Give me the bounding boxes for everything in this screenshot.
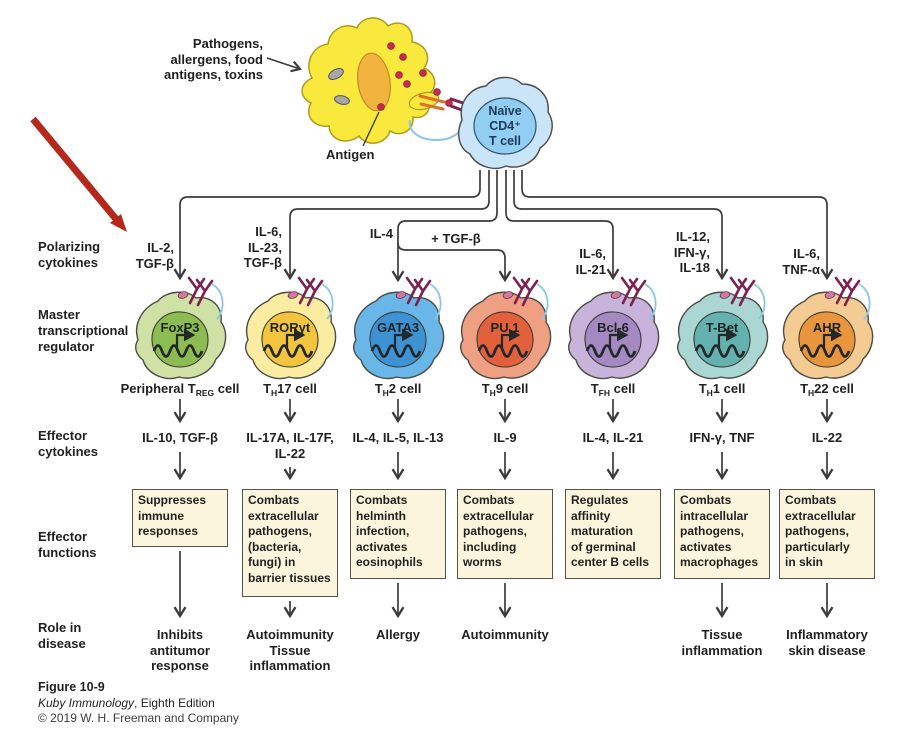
apc-nucleus bbox=[357, 52, 391, 112]
mhc-molecule bbox=[418, 94, 446, 111]
function-box-th1: Combats intracellular pathogens, activat… bbox=[674, 489, 770, 579]
disease-treg: Inhibits antitumor response bbox=[150, 627, 210, 673]
row-label-polarizing-cytokines: Polarizing cytokines bbox=[38, 239, 101, 270]
disease-th17: Autoimmunity Tissue inflammation bbox=[246, 627, 334, 673]
row-label-effector-functions: Effector functions bbox=[38, 529, 97, 560]
cell-name-tfh: TFH cell bbox=[590, 381, 636, 398]
row-label-effector-cytokines: Effector cytokines bbox=[38, 428, 98, 459]
antigen-label: Antigen bbox=[326, 147, 375, 162]
disease-th1: Tissue inflammation bbox=[681, 627, 763, 658]
polarizing-th2: IL-4 bbox=[369, 226, 393, 241]
function-box-th2: Combats helminth infection, activates eo… bbox=[350, 489, 446, 579]
apc-organelles bbox=[328, 68, 350, 105]
regulator-name: PU.1 bbox=[491, 320, 520, 335]
effector-cytokines-treg: IL-10, TGF-β bbox=[142, 430, 218, 445]
arrow-to-treg bbox=[173, 170, 481, 281]
cell-th2: GATA3 bbox=[353, 276, 445, 380]
function-box-treg: Suppresses immune responses bbox=[132, 489, 228, 547]
arrow-to-th22 bbox=[521, 170, 834, 281]
function-box-th17: Combats extracellular pathogens, (bacter… bbox=[242, 489, 338, 597]
cell-th1: T-Bet bbox=[677, 276, 769, 380]
cell-tfh: Bcl-6 bbox=[568, 276, 660, 380]
red-pointer-arrow bbox=[30, 116, 127, 232]
pathogens-pointer-arrow bbox=[266, 57, 302, 73]
regulator-name: AHR bbox=[813, 320, 842, 335]
effector-cytokines-th9: IL-9 bbox=[493, 430, 517, 445]
cell-name-treg: Peripheral TREG cell bbox=[120, 381, 240, 398]
cell-th17: RORγt bbox=[245, 276, 337, 380]
polarizing-th1: IL-12, IFN-γ, IL-18 bbox=[673, 229, 710, 275]
effector-cytokines-th22: IL-22 bbox=[811, 430, 843, 445]
cell-th22: AHR bbox=[782, 276, 874, 380]
disease-th22: Inflammatory skin disease bbox=[786, 627, 868, 658]
pathogens-label: Pathogens, allergens, food antigens, tox… bbox=[164, 36, 263, 82]
antigen-pointer-line bbox=[362, 111, 380, 147]
regulator-name: FoxP3 bbox=[160, 320, 199, 335]
cell-to-cytokine-arrows bbox=[173, 399, 834, 424]
function-box-tfh: Regulates affinity maturation of germina… bbox=[565, 489, 661, 579]
function-box-th22: Combats extracellular pathogens, particu… bbox=[779, 489, 875, 579]
signal-arc bbox=[408, 119, 462, 142]
regulator-name: T-Bet bbox=[706, 320, 739, 335]
effector-cytokines-th17: IL-17A, IL-17F, IL-22 bbox=[246, 430, 334, 461]
naive-cell-label: Naïve CD4⁺ T cell bbox=[488, 104, 522, 148]
arrow-to-tfh bbox=[505, 170, 620, 281]
disease-th2: Allergy bbox=[375, 627, 421, 642]
book-title: Kuby Immunology, Eighth Edition bbox=[38, 696, 215, 710]
regulator-name: GATA3 bbox=[377, 320, 419, 335]
effector-cytokines-th2: IL-4, IL-5, IL-13 bbox=[352, 430, 444, 445]
copyright: © 2019 W. H. Freeman and Company bbox=[38, 711, 239, 725]
cell-name-th9: TH9 cell bbox=[481, 381, 529, 398]
effector-cytokines-th1: IFN-γ, TNF bbox=[689, 430, 755, 445]
regulator-name: RORγt bbox=[270, 320, 311, 335]
arrow-to-th9 bbox=[397, 242, 512, 283]
figure-number: Figure 10-9 bbox=[38, 680, 105, 694]
row-label-role-in-disease: Role in disease bbox=[38, 620, 86, 651]
disease-th9: Autoimmunity bbox=[461, 627, 549, 642]
fan-out-arrows bbox=[173, 170, 834, 283]
cell-th9: PU.1 bbox=[460, 276, 552, 380]
polarizing-tfh: IL-6, IL-21 bbox=[575, 246, 606, 277]
effector-cytokines-tfh: IL-4, IL-21 bbox=[582, 430, 644, 445]
polarizing-th9: + TGF-β bbox=[431, 231, 481, 246]
regulator-name: Bcl-6 bbox=[597, 320, 629, 335]
cell-name-th1: TH1 cell bbox=[698, 381, 746, 398]
function-to-disease-arrows bbox=[173, 551, 834, 619]
antigen-presenting-cell bbox=[301, 17, 469, 144]
cell-name-th2: TH2 cell bbox=[374, 381, 422, 398]
polarizing-treg: IL-2, TGF-β bbox=[135, 240, 174, 271]
arrow-to-th1 bbox=[513, 170, 729, 281]
function-box-th9: Combats extracellular pathogens, includi… bbox=[457, 489, 553, 579]
naive-cd4-t-cell bbox=[458, 76, 553, 170]
polarizing-th22: IL-6, TNF-α bbox=[782, 246, 820, 277]
arrow-to-th17 bbox=[283, 170, 490, 281]
polarizing-th17: IL-6, IL-23, TGF-β bbox=[243, 224, 282, 270]
cell-name-th17: TH17 cell bbox=[263, 381, 317, 398]
cell-name-th22: TH22 cell bbox=[800, 381, 854, 398]
row-label-master-regulator: Master transcriptional regulator bbox=[38, 307, 129, 354]
cytokine-to-function-arrows bbox=[173, 452, 834, 481]
arrow-to-th2 bbox=[391, 170, 498, 283]
t-cell-row: FoxP3 RORγt GATA3 PU.1 Bcl-6 bbox=[135, 276, 874, 380]
cell-treg: FoxP3 bbox=[135, 276, 227, 380]
